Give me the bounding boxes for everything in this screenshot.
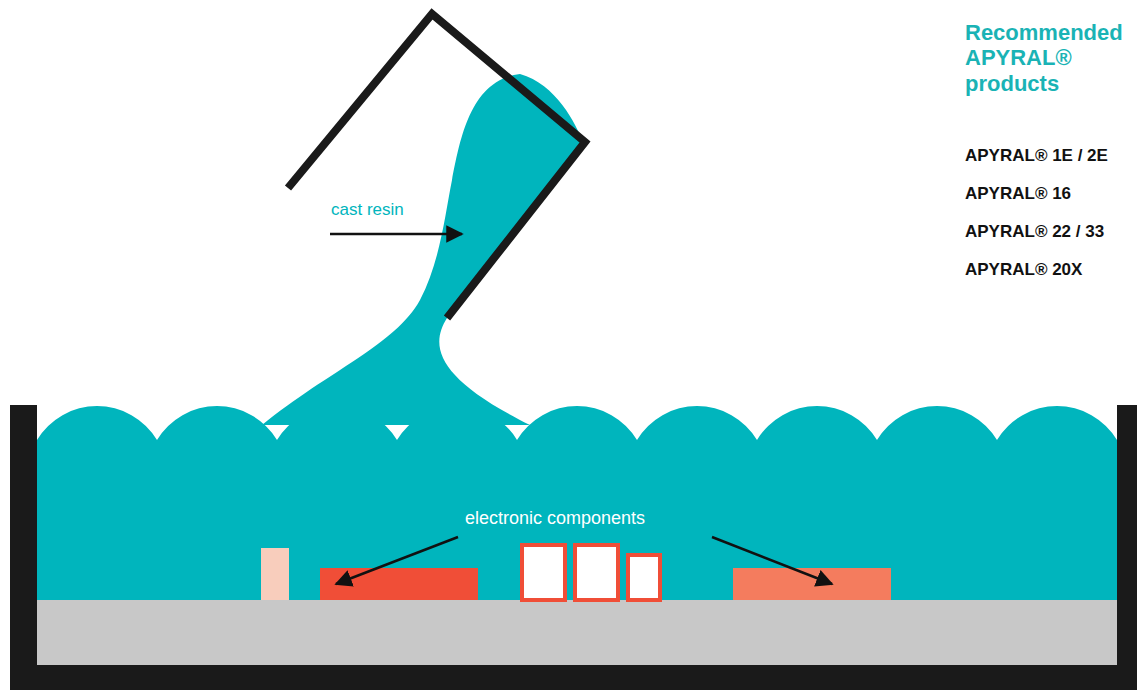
leader-arrow (336, 537, 458, 584)
product-name: APYRAL® 16 (965, 184, 1135, 204)
resin-fill (37, 406, 1117, 600)
part-label: electronic components (465, 508, 705, 529)
component (733, 568, 891, 600)
product-name: APYRAL® 22 / 33 (965, 222, 1135, 242)
pouring-vessel (288, 14, 585, 318)
mould-floor (10, 665, 1137, 690)
resin-stream (262, 74, 583, 425)
product-name: APYRAL® 1E / 2E (965, 146, 1135, 166)
list-heading: Recommended APYRAL® products (965, 20, 1137, 96)
mould-wall (1117, 405, 1137, 690)
component (522, 545, 565, 600)
mould-wall (10, 405, 37, 690)
component (261, 548, 289, 600)
component (628, 555, 660, 600)
leader-arrow (330, 233, 462, 236)
component (575, 545, 618, 600)
leader-arrow (712, 537, 832, 584)
component (320, 568, 478, 600)
part-label: cast resin (331, 200, 471, 220)
circuit-board (37, 600, 1117, 665)
product-name: APYRAL® 20X (965, 260, 1135, 280)
